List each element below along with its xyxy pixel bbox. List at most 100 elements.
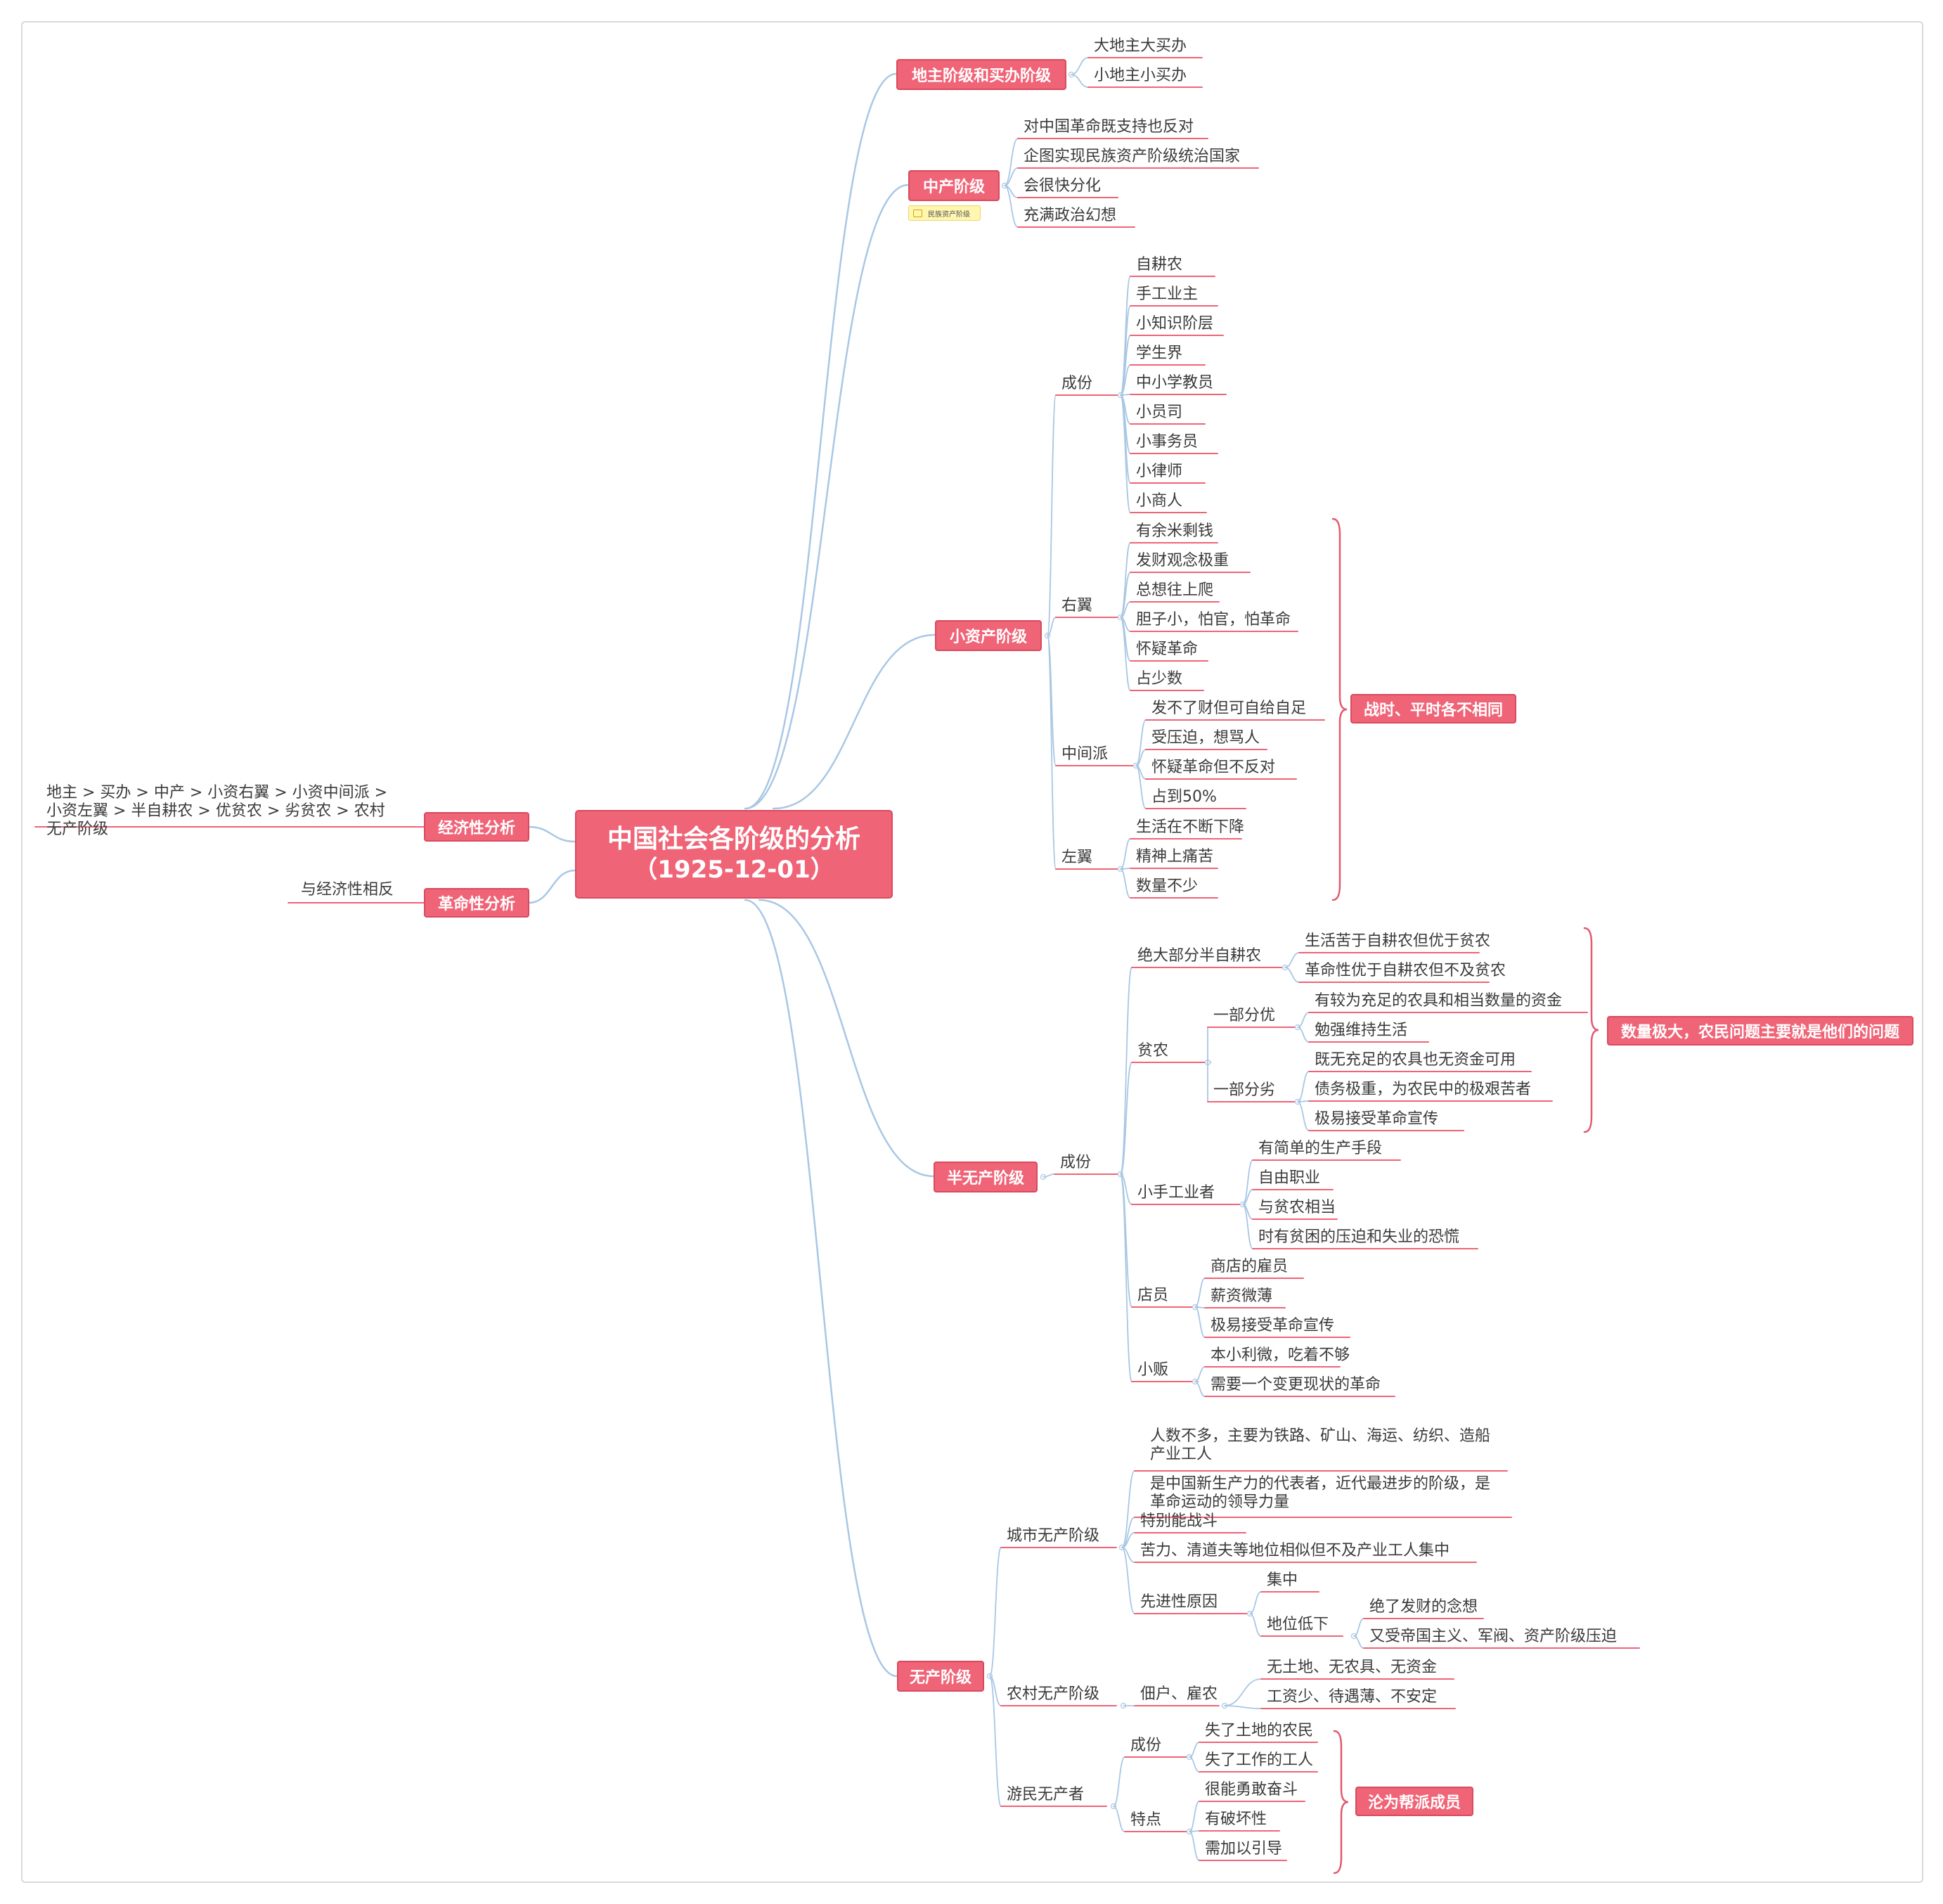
poor-better-node[interactable]: 一部分优 [1213, 1007, 1276, 1024]
vagrant-trait-item[interactable]: 有破坏性 [1205, 1810, 1267, 1828]
poor-worse-item[interactable]: 债务极重，为农民中的极艰苦者 [1315, 1081, 1532, 1098]
vendor-item[interactable]: 本小利微，吃着不够 [1211, 1346, 1350, 1364]
landlord-comprador-node[interactable]: 地主阶级和买办阶级 [896, 59, 1066, 90]
low-status-item[interactable]: 又受帝国主义、军阀、资产阶级压迫 [1369, 1628, 1618, 1645]
advanced-reasons-node[interactable]: 先进性原因 [1140, 1593, 1218, 1611]
reason-concentrated[interactable]: 集中 [1267, 1571, 1298, 1589]
petty-center-node[interactable]: 中间派 [1061, 745, 1109, 763]
shop-clerk-node[interactable]: 店员 [1137, 1287, 1169, 1304]
connector [1121, 1532, 1135, 1548]
semi-proletariat-node[interactable]: 半无产阶级 [934, 1162, 1038, 1192]
rural-item[interactable]: 无土地、无农具、无资金 [1267, 1659, 1438, 1676]
connector [1242, 1189, 1253, 1205]
shop-clerk-item[interactable]: 商店的雇员 [1211, 1258, 1289, 1275]
petty-composition-item[interactable]: 手工业主 [1136, 285, 1199, 303]
shop-clerk-item[interactable]: 薪资微薄 [1211, 1287, 1273, 1305]
petty-right-wing-node[interactable]: 右翼 [1061, 597, 1093, 615]
wartime-peacetime-summary[interactable]: 战时、平时各不相同 [1350, 694, 1516, 723]
vagrant-trait-item[interactable]: 需加以引导 [1205, 1840, 1283, 1858]
petty-center-item[interactable]: 受压迫，想骂人 [1151, 729, 1260, 747]
vagrant-traits-node[interactable]: 特点 [1130, 1811, 1162, 1829]
semi-composition-node[interactable]: 成份 [1060, 1154, 1092, 1171]
petty-composition-item[interactable]: 中小学教员 [1136, 374, 1214, 392]
urban-item[interactable]: 苦力、清道夫等地位相似但不及产业工人集中 [1140, 1542, 1450, 1559]
connector [1189, 1831, 1200, 1861]
petty-composition-item[interactable]: 自耕农 [1136, 256, 1183, 274]
economic-analysis-node[interactable]: 经济性分析 [424, 812, 529, 842]
urban-item[interactable]: 是中国新生产力的代表者，近代最进步的阶级，是革命运动的领导力量 [1150, 1475, 1491, 1511]
connector [1224, 1678, 1262, 1706]
connector [1331, 517, 1348, 901]
petty-composition-item[interactable]: 学生界 [1136, 345, 1183, 362]
connector [1189, 1801, 1200, 1832]
middle-class-item[interactable]: 企图实现民族资产阶级统治国家 [1024, 148, 1241, 165]
proletariat-node[interactable]: 无产阶级 [897, 1661, 984, 1692]
petty-right-item[interactable]: 胆子小，怕官，怕革命 [1136, 611, 1291, 629]
vendor-node[interactable]: 小贩 [1137, 1361, 1169, 1379]
middle-class-item[interactable]: 会很快分化 [1024, 177, 1102, 195]
vagrant-composition-item[interactable]: 失了土地的农民 [1205, 1722, 1314, 1739]
semi-owner-item[interactable]: 革命性优于自耕农但不及贫农 [1305, 962, 1506, 979]
peasant-question-summary[interactable]: 数量极大，农民问题主要就是他们的问题 [1607, 1016, 1913, 1046]
vendor-item[interactable]: 需要一个变更现状的革命 [1211, 1376, 1381, 1394]
vagrant-composition-item[interactable]: 失了工作的工人 [1205, 1751, 1314, 1769]
handicraft-item[interactable]: 与贫农相当 [1258, 1199, 1336, 1216]
urban-item[interactable]: 人数不多，主要为铁路、矿山、海运、纺织、造船产业工人 [1150, 1427, 1491, 1463]
root-topic[interactable]: 中国社会各阶级的分析（1925-12-01） [575, 810, 893, 899]
petty-center-item[interactable]: 占到50% [1151, 788, 1217, 806]
urban-item[interactable]: 特别能战斗 [1140, 1512, 1218, 1530]
petty-left-item[interactable]: 数量不少 [1136, 877, 1199, 895]
petty-composition-item[interactable]: 小律师 [1136, 463, 1183, 480]
poor-better-item[interactable]: 有较为充足的农具和相当数量的资金 [1315, 992, 1563, 1010]
poor-worse-item[interactable]: 既无充足的农具也无资金可用 [1315, 1051, 1516, 1069]
petty-composition-node[interactable]: 成份 [1061, 375, 1093, 392]
connector [1047, 394, 1057, 636]
economic-ranking-text[interactable]: 地主 > 买办 > 中产 > 小资右翼 > 小资中间派 > 小资左翼 > 半自耕… [46, 784, 388, 838]
petty-right-item[interactable]: 总想往上爬 [1136, 581, 1214, 599]
middle-class-node[interactable]: 中产阶级 [908, 170, 1000, 201]
petty-left-item[interactable]: 精神上痛苦 [1136, 848, 1214, 866]
poor-worse-node[interactable]: 一部分劣 [1213, 1081, 1276, 1099]
gang-member-summary[interactable]: 沦为帮派成员 [1355, 1787, 1473, 1816]
middle-class-item[interactable]: 充满政治幻想 [1024, 207, 1117, 224]
landlord-item[interactable]: 大地主大买办 [1094, 37, 1187, 55]
vagrant-composition-node[interactable]: 成份 [1130, 1737, 1162, 1754]
petty-composition-item[interactable]: 小知识阶层 [1136, 315, 1214, 333]
poor-worse-item[interactable]: 极易接受革命宣传 [1315, 1110, 1439, 1128]
poor-peasant-node[interactable]: 贫农 [1137, 1042, 1169, 1060]
petty-right-item[interactable]: 占少数 [1136, 670, 1183, 688]
low-status-item[interactable]: 绝了发财的念想 [1369, 1598, 1478, 1616]
petty-bourgeoisie-node[interactable]: 小资产阶级 [935, 620, 1042, 651]
petty-composition-item[interactable]: 小员司 [1136, 404, 1183, 421]
urban-proletariat-node[interactable]: 城市无产阶级 [1007, 1527, 1100, 1545]
poor-better-item[interactable]: 勉强维持生活 [1315, 1022, 1408, 1039]
petty-left-item[interactable]: 生活在不断下降 [1136, 818, 1245, 836]
handicraft-item[interactable]: 自由职业 [1258, 1169, 1321, 1187]
vagrant-proletariat-node[interactable]: 游民无产者 [1007, 1786, 1085, 1803]
vagrant-trait-item[interactable]: 很能勇敢奋斗 [1205, 1781, 1298, 1799]
petty-center-item[interactable]: 发不了财但可自给自足 [1151, 700, 1307, 717]
petty-composition-item[interactable]: 小商人 [1136, 492, 1183, 510]
middle-class-item[interactable]: 对中国革命既支持也反对 [1024, 118, 1194, 136]
semi-owner-peasant-node[interactable]: 绝大部分半自耕农 [1137, 947, 1262, 965]
petty-composition-item[interactable]: 小事务员 [1136, 433, 1199, 451]
reason-low-status-node[interactable]: 地位低下 [1267, 1616, 1329, 1633]
small-handicraft-node[interactable]: 小手工业者 [1137, 1184, 1215, 1202]
tenant-farmhand-node[interactable]: 佃户、雇农 [1140, 1685, 1218, 1703]
revolutionary-ranking-text[interactable]: 与经济性相反 [301, 881, 394, 899]
middle-class-note[interactable]: 民族资产阶级 [908, 205, 981, 221]
petty-center-item[interactable]: 怀疑革命但不反对 [1151, 759, 1276, 776]
petty-right-item[interactable]: 怀疑革命 [1136, 641, 1199, 658]
shop-clerk-item[interactable]: 极易接受革命宣传 [1211, 1317, 1335, 1334]
rural-item[interactable]: 工资少、待遇薄、不安定 [1267, 1688, 1438, 1706]
petty-right-item[interactable]: 发财观念极重 [1136, 552, 1229, 570]
handicraft-item[interactable]: 时有贫困的压迫和失业的恐慌 [1258, 1228, 1460, 1246]
semi-owner-item[interactable]: 生活苦于自耕农但优于贫农 [1305, 932, 1491, 950]
petty-right-item[interactable]: 有余米剩钱 [1136, 522, 1214, 540]
rural-proletariat-node[interactable]: 农村无产阶级 [1007, 1685, 1100, 1703]
handicraft-item[interactable]: 有简单的生产手段 [1258, 1140, 1383, 1157]
landlord-item[interactable]: 小地主小买办 [1094, 67, 1187, 84]
revolutionary-analysis-node[interactable]: 革命性分析 [424, 888, 529, 918]
petty-left-wing-node[interactable]: 左翼 [1061, 849, 1093, 866]
